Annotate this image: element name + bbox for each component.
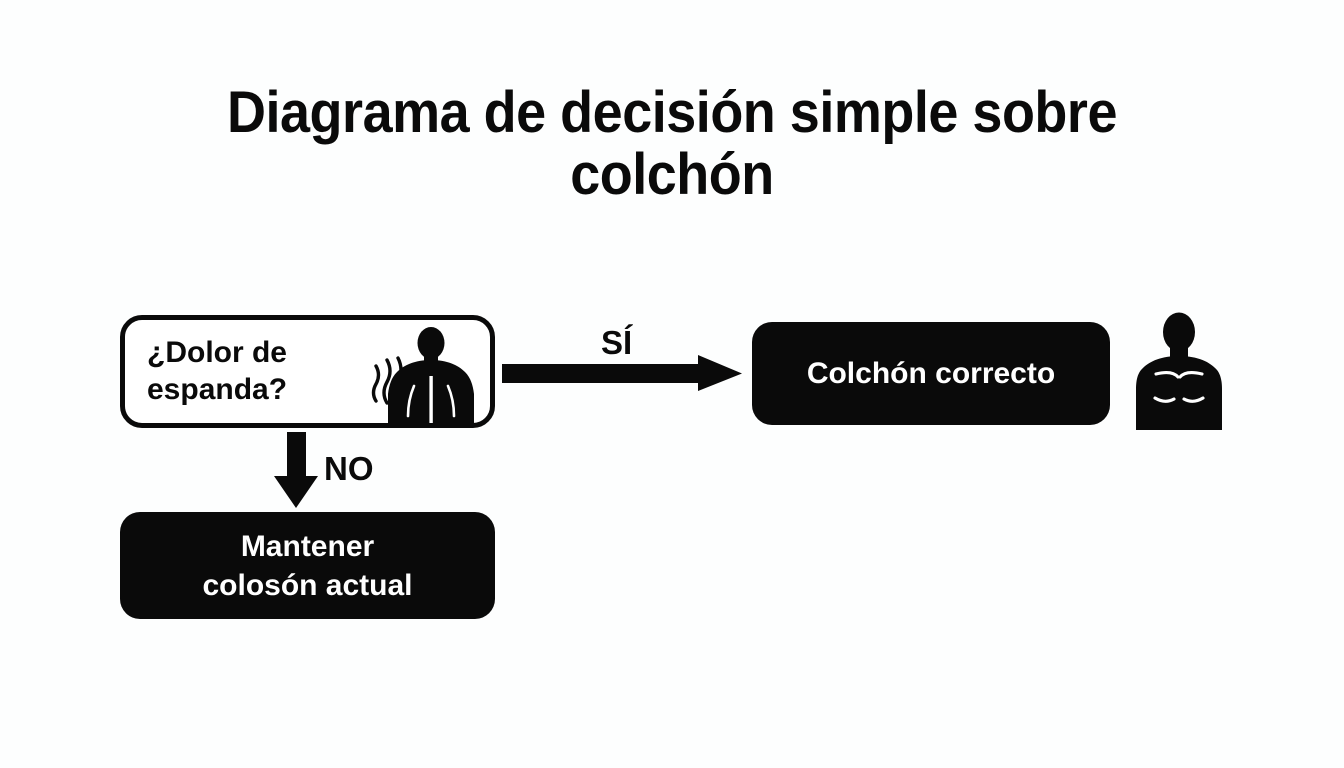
node-correct-mattress-label: Colchón correcto (806, 356, 1056, 390)
decision-node[interactable]: ¿Dolor de espanda? (120, 315, 495, 428)
decision-node-label: ¿Dolor de espanda? (147, 335, 288, 406)
edge-label-yes: SÍ (601, 324, 633, 361)
edge-label-no: NO (324, 450, 374, 487)
person-back-pain-icon (364, 326, 484, 425)
arrow-right-icon (502, 355, 742, 391)
page-title: Diagrama de decisión simple sobre colchó… (227, 80, 1117, 208)
node-keep-mattress-label: Mantener colosón actual (202, 529, 413, 602)
person-torso-front-icon (1136, 312, 1222, 430)
node-correct-mattress[interactable]: Colchón correcto (752, 322, 1110, 425)
arrow-down-icon (270, 432, 322, 508)
node-keep-mattress[interactable]: Mantener colosón actual (120, 512, 495, 619)
